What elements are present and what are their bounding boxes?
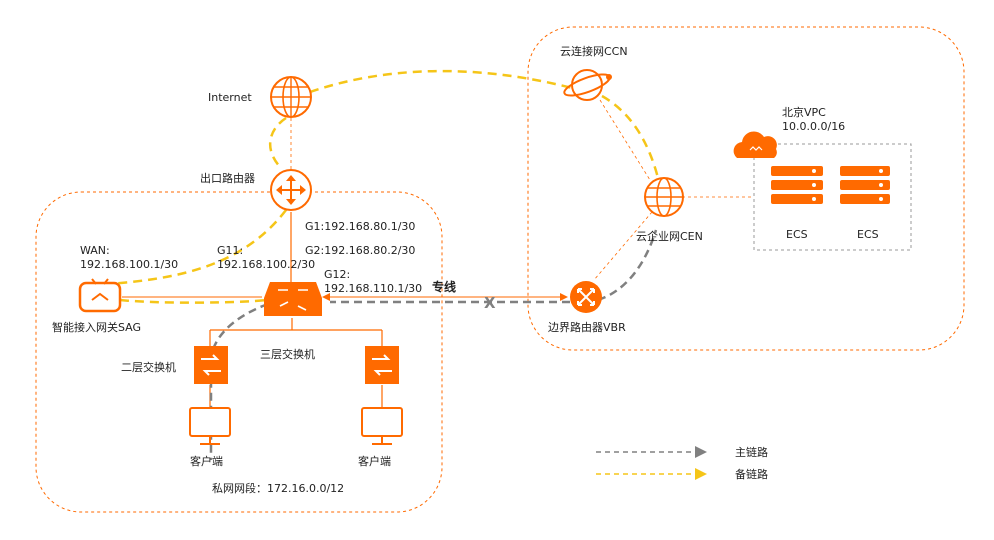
ccn-label: 云连接网CCN [560, 45, 628, 58]
client-1-label: 客户端 [190, 454, 223, 468]
globe-icon [644, 177, 684, 217]
l2-switch-1-node[interactable]: 二层交换机 [121, 346, 228, 384]
server-icon [771, 166, 823, 204]
ccn-node[interactable]: 云连接网CCN [560, 45, 628, 101]
sag-node[interactable]: 智能接入网关SAG [52, 278, 141, 334]
client-2-label: 客户端 [358, 454, 391, 468]
ecs-2-label: ECS [857, 228, 879, 241]
g11-interface-label-2: 192.168.100.2/30 [217, 258, 315, 271]
g12-interface-label-1: G12: [324, 268, 350, 281]
legend-primary-label: 主链路 [735, 445, 768, 459]
globe-icon [270, 76, 312, 118]
cen-node[interactable]: 云企业网CEN [636, 177, 703, 243]
vbr-router-icon [570, 281, 602, 313]
l3-switch-icon [264, 282, 322, 316]
monitor-icon [189, 407, 231, 445]
vbr-label: 边界路由器VBR [548, 320, 626, 334]
legend: 主链路 备链路 [596, 445, 768, 481]
backup-link-path [94, 69, 660, 304]
planet-icon [563, 69, 612, 101]
cloud-icon [733, 131, 777, 158]
legend-backup-label: 备链路 [735, 467, 768, 481]
g11-interface-label-1: G11: [217, 244, 243, 257]
client-1-node[interactable]: 客户端 [189, 407, 231, 468]
link-break-mark: X [484, 294, 496, 312]
wan-interface-label-2: 192.168.100.1/30 [80, 258, 178, 271]
g12-interface-label-2: 192.168.110.1/30 [324, 282, 422, 295]
ecs-1-node[interactable]: ECS [771, 166, 823, 241]
ecs-1-label: ECS [786, 228, 808, 241]
monitor-icon [361, 407, 403, 445]
g2-interface-label: G2:192.168.80.2/30 [305, 244, 415, 257]
ecs-2-node[interactable]: ECS [840, 166, 890, 241]
server-icon [840, 166, 890, 204]
l2-switch-icon [365, 346, 399, 384]
vpc-region [753, 143, 912, 251]
internet-node[interactable]: Internet [208, 76, 312, 118]
l2-switch-icon [194, 346, 228, 384]
client-2-node[interactable]: 客户端 [358, 407, 403, 468]
router-icon [270, 169, 312, 211]
vpc-cidr-label: 10.0.0.0/16 [782, 120, 845, 133]
local-network-region [35, 191, 443, 513]
vbr-node[interactable]: 边界路由器VBR [548, 281, 626, 334]
exit-router-node[interactable]: 出口路由器 [200, 169, 312, 211]
ccn-cen-connector [599, 99, 651, 181]
wan-interface-label-1: WAN: [80, 244, 110, 257]
exit-router-label: 出口路由器 [200, 171, 255, 185]
l2-switch-2-node[interactable] [365, 346, 399, 384]
switch-tree-wiring [209, 318, 383, 408]
core-switch-label: 三层交换机 [260, 347, 315, 361]
core-switch-node[interactable]: 三层交换机 [260, 282, 322, 361]
g1-interface-label: G1:192.168.80.1/30 [305, 220, 415, 233]
l2-switch-label: 二层交换机 [121, 360, 176, 374]
cen-label: 云企业网CEN [636, 229, 703, 243]
vpc-node: 北京VPC 10.0.0.0/16 [733, 105, 845, 158]
cen-vbr-connector [593, 211, 653, 281]
vpc-name-label: 北京VPC [782, 105, 826, 119]
sag-label: 智能接入网关SAG [52, 320, 141, 334]
leased-line-label: 专线 [432, 279, 456, 294]
sag-device-icon [78, 278, 122, 313]
private-network-label: 私网网段：172.16.0.0/12 [212, 481, 344, 495]
internet-label: Internet [208, 91, 252, 104]
